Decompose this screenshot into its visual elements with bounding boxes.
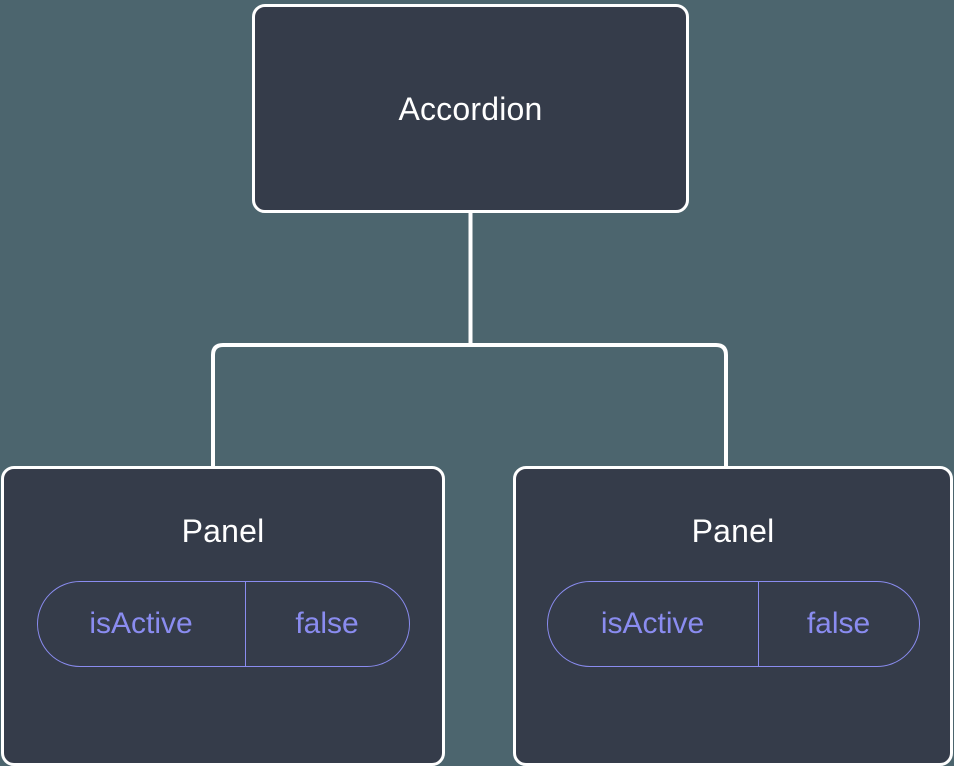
node-panel-1[interactable]: Panel isActive false	[1, 466, 445, 766]
state-badge-panel-1[interactable]: isActive false	[36, 581, 410, 667]
connector-branch-bar	[211, 343, 728, 467]
node-panel-2-title: Panel	[691, 513, 775, 549]
state-badge-value: false	[757, 582, 919, 666]
state-badge-key: isActive	[89, 607, 193, 640]
state-badge-panel-2[interactable]: isActive false	[546, 581, 920, 667]
node-accordion-title: Accordion	[398, 90, 543, 127]
component-tree-diagram: Accordion Panel isActive false Panel isA…	[1, 4, 953, 766]
state-badge-value: false	[244, 582, 409, 666]
node-panel-1-title: Panel	[181, 513, 265, 549]
node-accordion[interactable]: Accordion	[252, 4, 689, 213]
node-panel-2[interactable]: Panel isActive false	[513, 466, 953, 766]
state-badge-key: isActive	[600, 607, 705, 640]
